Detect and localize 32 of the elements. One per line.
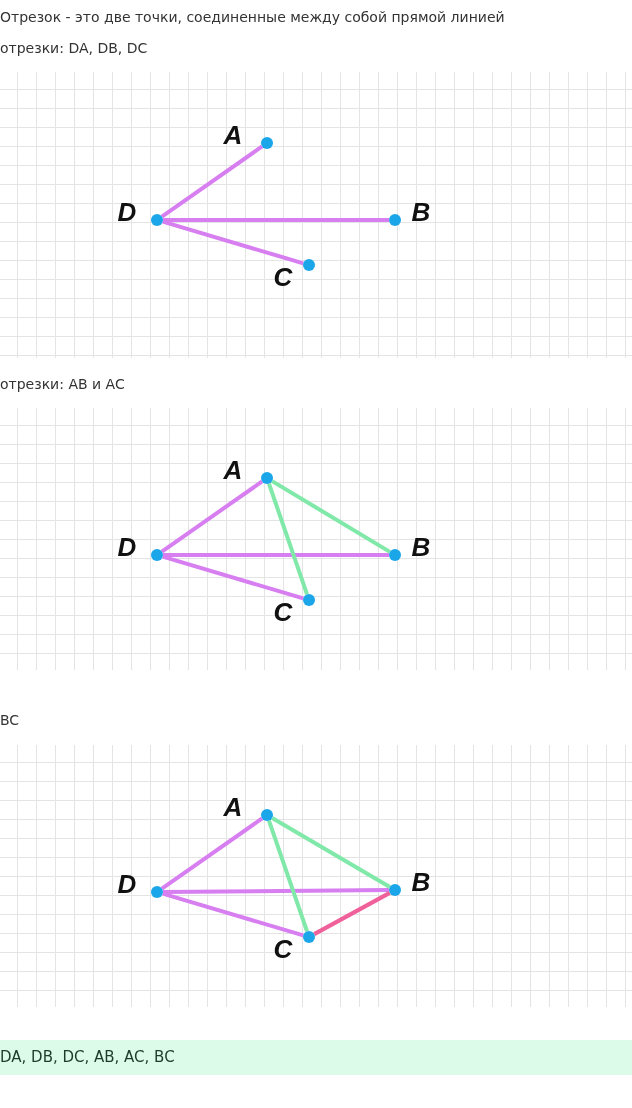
point-label: C [273,599,293,625]
answer-text: отрезки: DA, DB, DC [0,39,148,57]
point-label: D [117,534,137,560]
line-segment [160,816,264,891]
point-label: B [411,199,431,225]
point-label: C [273,264,293,290]
line-segment [160,144,264,219]
line-segment [163,218,389,222]
line-segment [271,816,391,889]
answer-text: BC [0,711,20,729]
line-segment [267,820,309,932]
definition-text: Отрезок - это две точки, соединенные между собой прямой линией [0,8,505,26]
point-label: A [223,457,243,483]
line-segment [271,479,391,554]
line-segment [267,483,309,595]
point-label: B [411,534,431,560]
point-label: B [411,869,431,895]
line-segment [162,554,304,601]
grid-panel [0,72,632,358]
point-label: A [223,794,243,820]
point-label: C [273,936,293,962]
line-segment [162,891,304,938]
point-label: D [117,199,137,225]
line-segment [163,553,389,557]
line-segment [162,888,390,894]
answer-text: отрезки: AB и AC [0,375,125,393]
point-label: D [117,871,137,897]
line-segment [162,219,304,266]
point-label: A [223,122,243,148]
line-segment [313,891,391,936]
answer-text: DA, DB, DC, AB, AC, BC [0,1048,175,1066]
line-segment [160,479,264,554]
